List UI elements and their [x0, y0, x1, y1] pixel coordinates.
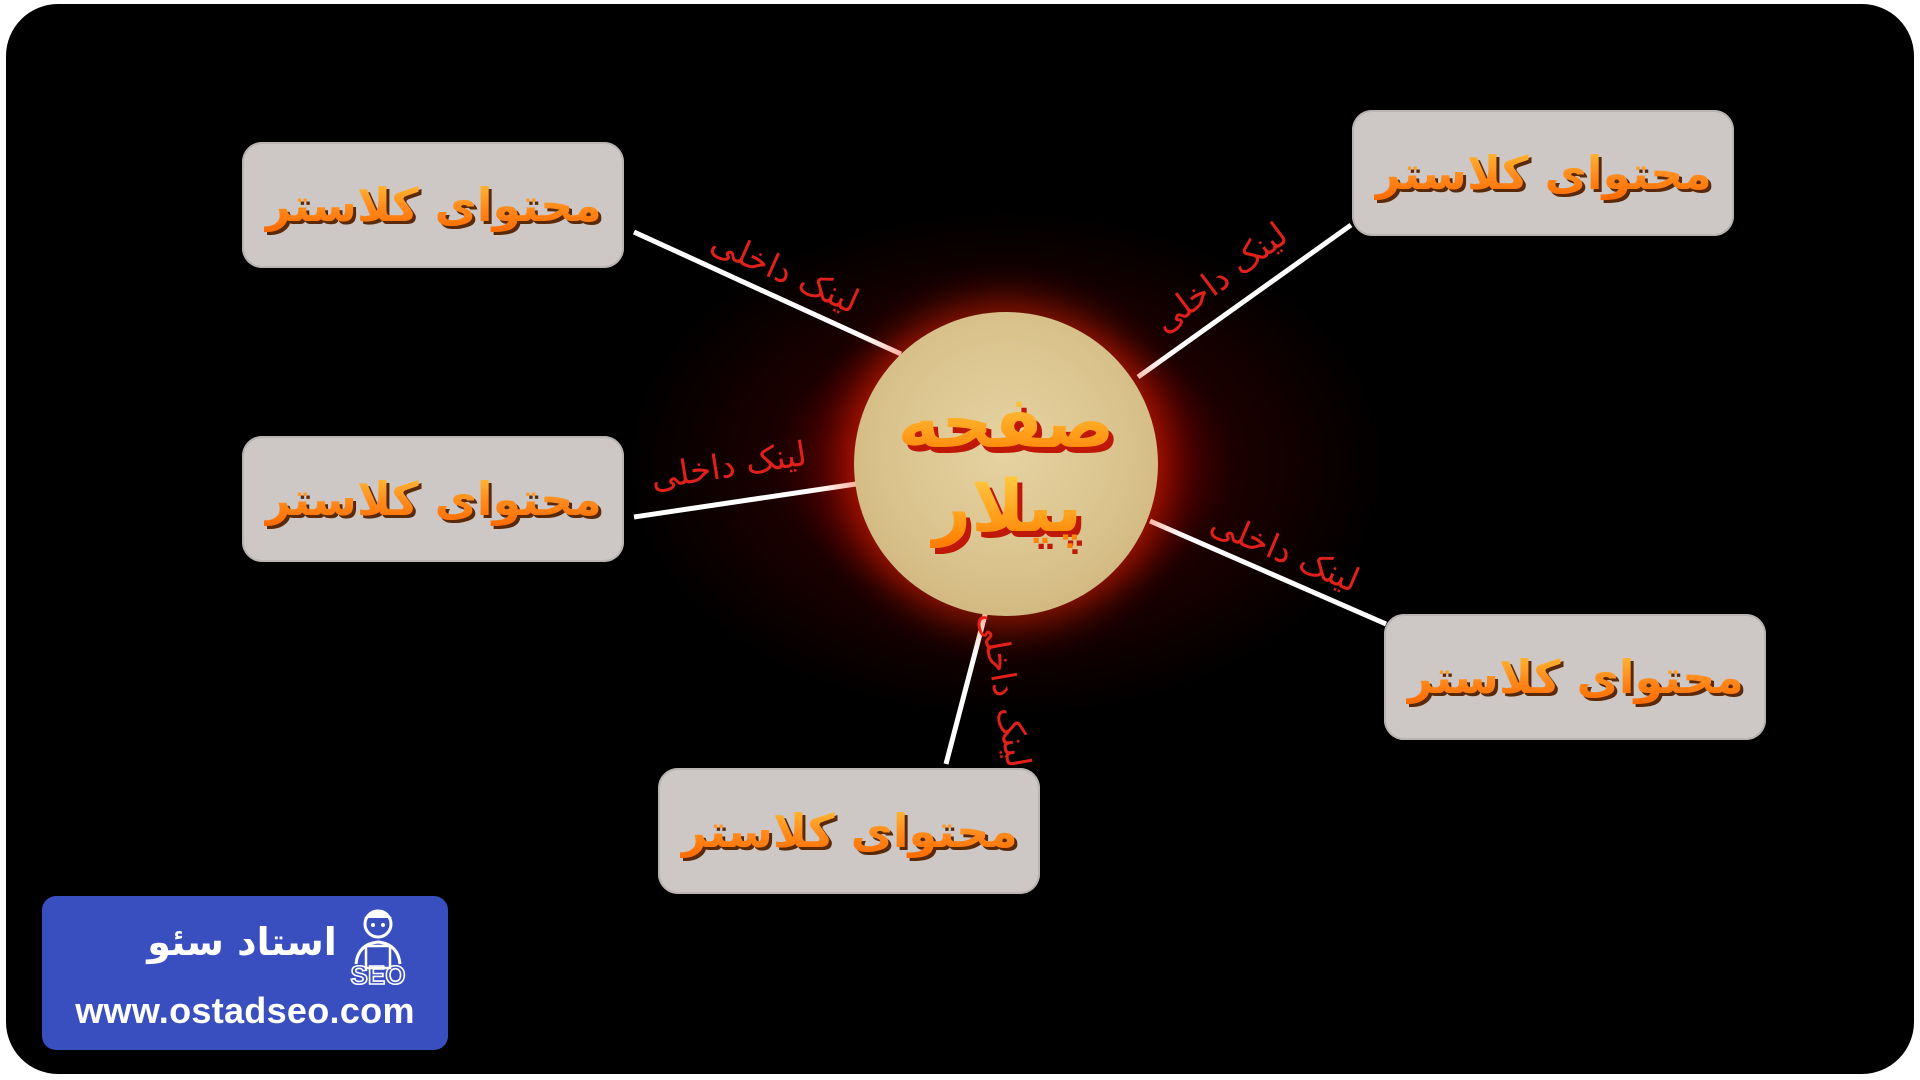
- cluster-label: محتوای کلاستر: [680, 804, 1018, 858]
- brand-logo: استاد سئو SEO www.ostadseo.com: [42, 896, 448, 1050]
- connector-bottom-right: [1148, 518, 1388, 627]
- cluster-label: محتوای کلاستر: [1374, 146, 1712, 200]
- cluster-box-mid-left: محتوای کلاستر: [242, 436, 624, 562]
- pillar-page-hub: صفحه پیلار: [854, 312, 1158, 616]
- svg-text:SEO: SEO: [351, 960, 406, 990]
- connector-mid-left: [633, 481, 857, 520]
- cluster-label: محتوای کلاستر: [264, 178, 602, 232]
- cluster-box-bottom-right: محتوای کلاستر: [1384, 614, 1766, 740]
- hub-title-line-1: صفحه: [897, 380, 1115, 464]
- diagram-canvas: محتوای کلاستر محتوای کلاستر محتوای کلاست…: [6, 4, 1914, 1074]
- cluster-label: محتوای کلاستر: [264, 472, 602, 526]
- cluster-box-top-left: محتوای کلاستر: [242, 142, 624, 268]
- seo-teacher-icon: SEO: [350, 909, 406, 991]
- connector-bottom: [943, 610, 989, 765]
- brand-url: www.ostadseo.com: [75, 990, 415, 1031]
- connector-top-right: [1136, 222, 1353, 380]
- cluster-box-bottom: محتوای کلاستر: [658, 768, 1040, 894]
- connector-lines: [632, 222, 1388, 765]
- cluster-label: محتوای کلاستر: [1406, 650, 1744, 704]
- hub-title-line-2: پیلار: [929, 464, 1083, 548]
- connector-top-left: [632, 229, 903, 357]
- cluster-box-top-right: محتوای کلاستر: [1352, 110, 1734, 236]
- brand-name: استاد سئو: [147, 920, 337, 964]
